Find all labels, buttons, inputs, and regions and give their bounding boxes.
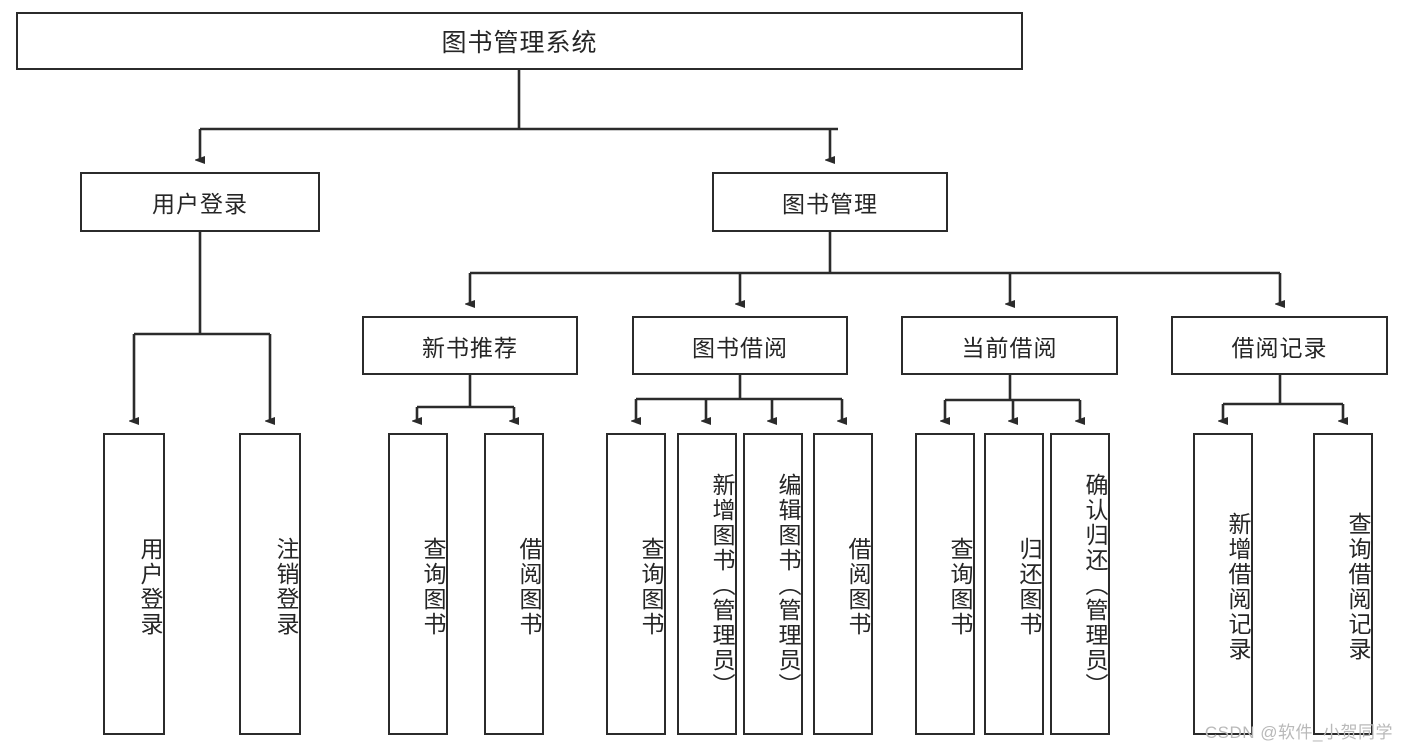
leaf-label: 编辑图书（管理员） [775, 472, 801, 698]
leaf-user-login-login[interactable]: 用户登录 [103, 433, 165, 735]
leaf-label: 注销登录 [273, 537, 299, 637]
leaf-label: 借阅图书 [516, 537, 542, 637]
leaf-label: 新增图书（管理员） [709, 472, 735, 698]
leaf-book-borrow-borrow-book[interactable]: 借阅图书 [813, 433, 873, 735]
leaf-label: 查询借阅记录 [1345, 512, 1371, 662]
node-book-management[interactable]: 图书管理 [712, 172, 948, 232]
leaf-label: 归还图书 [1016, 537, 1042, 637]
leaf-current-borrow-return-book[interactable]: 归还图书 [984, 433, 1044, 735]
node-borrow-record[interactable]: 借阅记录 [1171, 316, 1388, 375]
leaf-label: 新增借阅记录 [1225, 512, 1251, 662]
leaf-user-login-logout[interactable]: 注销登录 [239, 433, 301, 735]
leaf-label: 查询图书 [947, 537, 973, 637]
leaf-label: 借阅图书 [845, 537, 871, 637]
node-user-login[interactable]: 用户登录 [80, 172, 320, 232]
csdn-watermark: CSDN @软件_小贺同学 [1204, 723, 1393, 742]
leaf-label: 查询图书 [638, 537, 664, 637]
node-root-book-management-system[interactable]: 图书管理系统 [16, 12, 1023, 70]
leaf-borrow-record-query-record[interactable]: 查询借阅记录 [1313, 433, 1373, 735]
leaf-current-borrow-confirm-return-admin[interactable]: 确认归还（管理员） [1050, 433, 1110, 735]
leaf-current-borrow-query-book[interactable]: 查询图书 [915, 433, 975, 735]
leaf-new-book-query-book[interactable]: 查询图书 [388, 433, 448, 735]
leaf-label: 用户登录 [137, 537, 163, 637]
leaf-book-borrow-add-book-admin[interactable]: 新增图书（管理员） [677, 433, 737, 735]
leaf-label: 查询图书 [420, 537, 446, 637]
leaf-borrow-record-add-record[interactable]: 新增借阅记录 [1193, 433, 1253, 735]
leaf-new-book-borrow-book[interactable]: 借阅图书 [484, 433, 544, 735]
leaf-label: 确认归还（管理员） [1082, 472, 1108, 698]
leaf-book-borrow-edit-book-admin[interactable]: 编辑图书（管理员） [743, 433, 803, 735]
leaf-book-borrow-query-book[interactable]: 查询图书 [606, 433, 666, 735]
node-book-borrow[interactable]: 图书借阅 [632, 316, 848, 375]
node-new-book-recommend[interactable]: 新书推荐 [362, 316, 578, 375]
node-current-borrow[interactable]: 当前借阅 [901, 316, 1118, 375]
